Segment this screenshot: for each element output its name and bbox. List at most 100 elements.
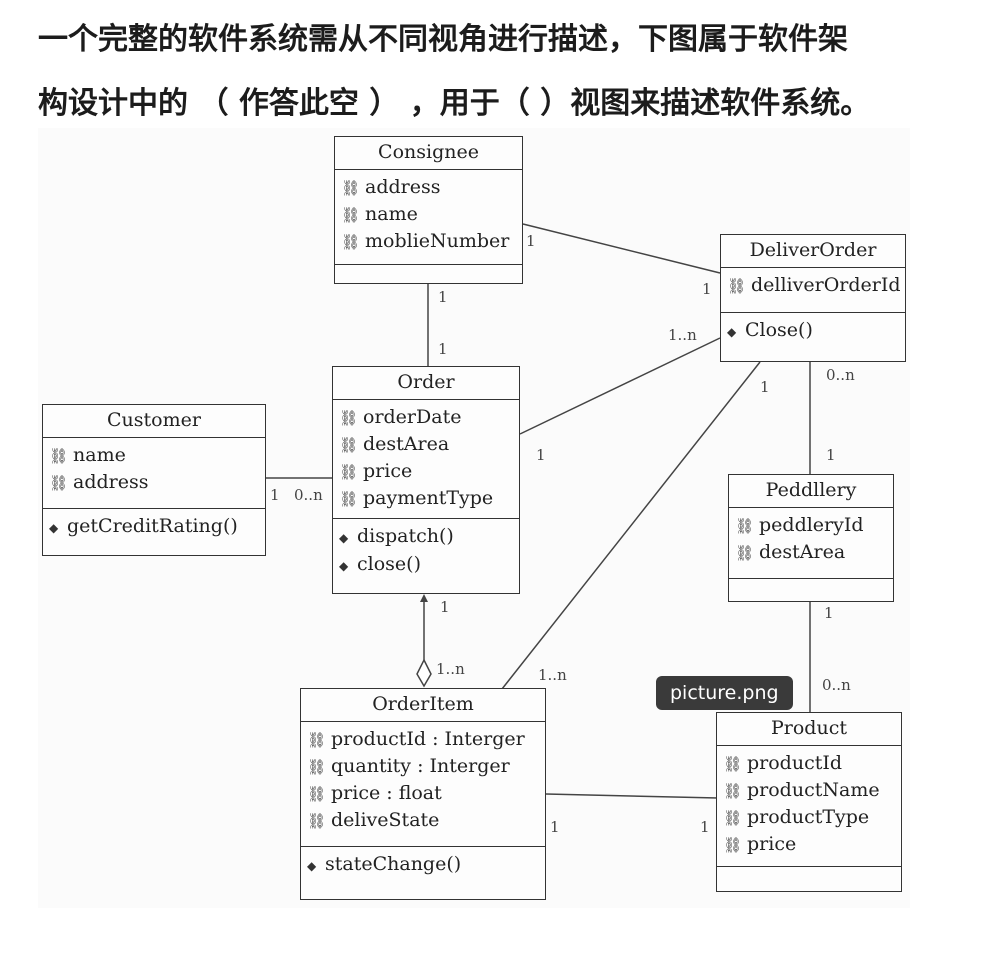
operation-row: ◆dispatch() <box>339 523 513 551</box>
attribute-icon: ⛓ <box>49 474 69 492</box>
assoc-order-deliverorder <box>519 337 721 435</box>
multiplicity-label: 1 <box>438 288 448 306</box>
attribute-row: ⛓moblieNumber <box>341 228 516 255</box>
multiplicity-label: 0..n <box>294 486 323 504</box>
attribute-compartment: ⛓peddleryId ⛓destArea <box>729 508 893 579</box>
attribute-row: ⛓deliveState <box>307 807 539 834</box>
class-name: Order <box>333 367 519 400</box>
class-name: Product <box>717 713 901 746</box>
attribute-icon: ⛓ <box>339 490 359 508</box>
multiplicity-label: 1 <box>702 280 712 298</box>
attribute-row: ⛓productId : Interger <box>307 726 539 753</box>
class-deliverorder: DeliverOrder ⛓delliverOrderId ◆Close() <box>720 234 906 362</box>
multiplicity-label: 1 <box>700 818 710 836</box>
multiplicity-label: 1 <box>826 446 836 464</box>
multiplicity-label: 1..n <box>668 326 697 344</box>
operation-compartment: ◆stateChange() <box>301 847 545 883</box>
attribute-row: ⛓paymentType <box>339 485 513 512</box>
attribute-row: ⛓name <box>49 442 259 469</box>
multiplicity-label: 1 <box>270 486 280 504</box>
attribute-row: ⛓quantity : Interger <box>307 753 539 780</box>
attribute-row: ⛓destArea <box>339 431 513 458</box>
class-name: Consignee <box>335 137 522 170</box>
attribute-row: ⛓productType <box>723 804 895 831</box>
attribute-row: ⛓address <box>49 469 259 496</box>
operation-icon: ◆ <box>307 859 317 873</box>
attribute-row: ⛓name <box>341 201 516 228</box>
multiplicity-label: 1..n <box>538 666 567 684</box>
multiplicity-label: 1 <box>760 378 770 396</box>
operation-row: ◆stateChange() <box>307 851 539 879</box>
navigation-arrow <box>420 594 428 602</box>
class-consignee: Consignee ⛓address ⛓name ⛓moblieNumber <box>334 136 523 284</box>
association-lines <box>264 223 811 799</box>
class-orderitem: OrderItem ⛓productId : Interger ⛓quantit… <box>300 688 546 900</box>
attribute-icon: ⛓ <box>307 812 327 830</box>
attribute-icon: ⛓ <box>339 409 359 427</box>
attribute-icon: ⛓ <box>723 782 743 800</box>
class-product: Product ⛓productId ⛓productName ⛓product… <box>716 712 902 892</box>
question-line-2: 构设计中的 （ 作答此空 ） ，用于（ ）视图来描述软件系统。 <box>38 86 871 121</box>
attribute-icon: ⛓ <box>723 836 743 854</box>
operation-row: ◆getCreditRating() <box>49 513 259 541</box>
attribute-icon: ⛓ <box>339 463 359 481</box>
attribute-icon: ⛓ <box>723 809 743 827</box>
operation-icon: ◆ <box>49 521 59 535</box>
question-line-1: 一个完整的软件系统需从不同视角进行描述，下图属于软件架 <box>38 22 848 57</box>
attribute-icon: ⛓ <box>49 447 69 465</box>
multiplicity-label: 1 <box>550 818 560 836</box>
attribute-icon: ⛓ <box>735 544 755 562</box>
class-name: Peddllery <box>729 475 893 508</box>
attribute-row: ⛓address <box>341 174 516 201</box>
operation-icon: ◆ <box>339 559 349 573</box>
attribute-row: ⛓destArea <box>735 539 887 566</box>
attribute-compartment: ⛓name ⛓address <box>43 438 265 509</box>
class-name: Customer <box>43 405 265 438</box>
class-name: OrderItem <box>301 689 545 722</box>
attribute-row: ⛓productId <box>723 750 895 777</box>
assoc-orderitem-product <box>545 793 719 799</box>
attribute-compartment: ⛓productId : Interger ⛓quantity : Interg… <box>301 722 545 847</box>
operation-icon: ◆ <box>727 325 737 339</box>
class-name: DeliverOrder <box>721 235 905 268</box>
attribute-icon: ⛓ <box>735 517 755 535</box>
attribute-row: ⛓productName <box>723 777 895 804</box>
attribute-icon: ⛓ <box>307 731 327 749</box>
class-customer: Customer ⛓name ⛓address ◆getCreditRating… <box>42 404 266 556</box>
attribute-compartment: ⛓orderDate ⛓destArea ⛓price ⛓paymentType <box>333 400 519 519</box>
attribute-compartment: ⛓productId ⛓productName ⛓productType ⛓pr… <box>717 746 901 867</box>
class-order: Order ⛓orderDate ⛓destArea ⛓price ⛓payme… <box>332 366 520 594</box>
operation-compartment: ◆getCreditRating() <box>43 509 265 545</box>
multiplicity-label: 1 <box>824 604 834 622</box>
attribute-row: ⛓price <box>723 831 895 858</box>
multiplicity-label: 0..n <box>826 366 855 384</box>
attribute-row: ⛓peddleryId <box>735 512 887 539</box>
operation-compartment: ◆dispatch() ◆close() <box>333 519 519 583</box>
aggregation-diamond <box>416 658 432 688</box>
attribute-compartment: ⛓address ⛓name ⛓moblieNumber <box>335 170 522 265</box>
attribute-icon: ⛓ <box>307 785 327 803</box>
attribute-row: ⛓orderDate <box>339 404 513 431</box>
attribute-icon: ⛓ <box>341 233 361 251</box>
class-peddllery: Peddllery ⛓peddleryId ⛓destArea <box>728 474 894 602</box>
attribute-row: ⛓delliverOrderId <box>727 272 901 299</box>
attribute-row: ⛓price <box>339 458 513 485</box>
attribute-icon: ⛓ <box>341 179 361 197</box>
multiplicity-label: 1 <box>438 340 448 358</box>
attribute-icon: ⛓ <box>341 206 361 224</box>
operation-icon: ◆ <box>339 531 349 545</box>
multiplicity-label: 1 <box>526 232 536 250</box>
multiplicity-label: 1 <box>440 598 450 616</box>
attribute-row: ⛓price : float <box>307 780 539 807</box>
operation-row: ◆Close() <box>727 317 899 345</box>
operation-row: ◆close() <box>339 551 513 579</box>
operation-compartment: ◆Close() <box>721 313 905 349</box>
attribute-compartment: ⛓delliverOrderId <box>721 268 905 313</box>
assoc-consignee-deliverorder <box>522 223 721 274</box>
multiplicity-label: 1..n <box>436 660 465 678</box>
filename-tooltip: picture.png <box>656 676 793 710</box>
assoc-deliverorder-orderitem <box>501 361 761 690</box>
attribute-icon: ⛓ <box>723 755 743 773</box>
multiplicity-label: 1 <box>536 446 546 464</box>
uml-class-diagram: Consignee ⛓address ⛓name ⛓moblieNumber D… <box>38 128 910 908</box>
